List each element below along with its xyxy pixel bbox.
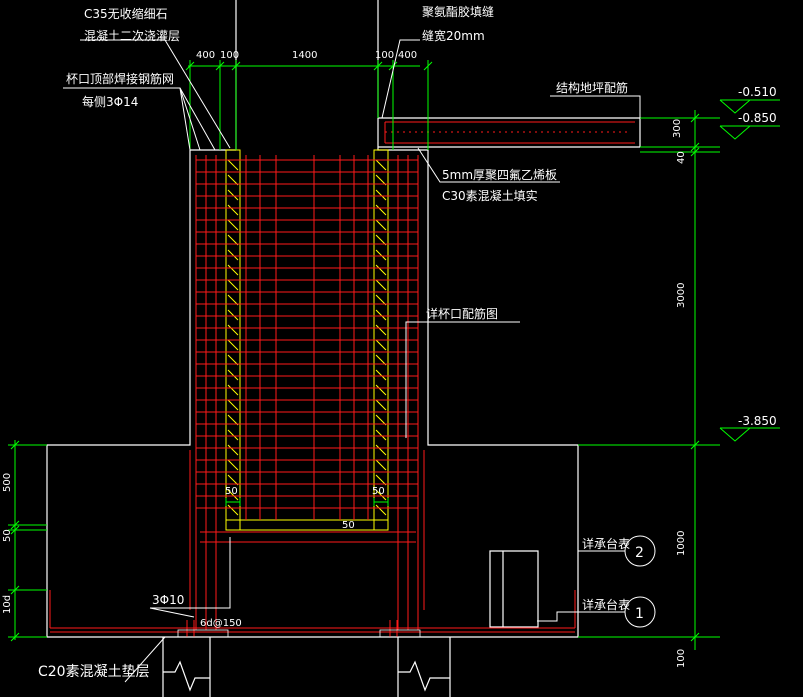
label-cup-rebar-ref: 详杯口配筋图 [426, 306, 498, 321]
dim-right-40: 40 [676, 151, 687, 164]
callout-1-number: 1 [635, 606, 644, 622]
label-inner-50-right: 50 [372, 486, 385, 497]
dim-top-100-left: 100 [220, 50, 239, 61]
leader-lines [63, 39, 641, 683]
dimension-texts: 400 100 1400 100 400 300 40 3000 1000 10… [2, 50, 687, 668]
label-foam-line1: 5mm厚聚四氟乙烯板 [442, 168, 557, 182]
concrete-outline [46, 0, 641, 697]
dim-left-10d: 10d [2, 595, 13, 614]
dim-right-100: 100 [676, 649, 687, 668]
label-cup-mesh-line2: 每侧3Φ14 [82, 94, 138, 109]
rebar-group [49, 121, 635, 637]
label-slab-rebar: 结构地坪配筋 [556, 80, 628, 95]
label-cup-mesh-line1: 杯口顶部焊接钢筋网 [66, 71, 174, 86]
elevation-0510: -0.510 [738, 85, 777, 99]
dim-left-500: 500 [2, 473, 13, 492]
label-c35-line2: 混凝土二次浇灌层 [84, 28, 180, 43]
dimension-lines [8, 60, 780, 650]
dim-right-3000: 3000 [676, 283, 687, 308]
dim-left-50: 50 [2, 529, 13, 542]
label-cushion: C20素混凝土垫层 [38, 664, 150, 680]
dim-top-1400: 1400 [292, 50, 317, 61]
dim-right-1000: 1000 [676, 531, 687, 556]
elevation-0850: -0.850 [738, 111, 777, 125]
label-sealant-line2: 缝宽20mm [422, 28, 485, 43]
annotations: C35无收缩细石 混凝土二次浇灌层 杯口顶部焊接钢筋网 每侧3Φ14 聚氨酯胶填… [38, 4, 644, 680]
dim-top-400-left: 400 [196, 50, 215, 61]
label-3phi10: 3Φ10 [152, 593, 184, 607]
label-sealant-line1: 聚氨酯胶填缝 [422, 4, 494, 19]
label-pile-cap-ref-1: 详承台表 [582, 597, 630, 612]
dim-right-300: 300 [672, 119, 683, 138]
label-pile-cap-ref-2: 详承台表 [582, 536, 630, 551]
column-base-grout [177, 629, 421, 638]
elevation-3850: -3.850 [738, 414, 777, 428]
label-6d-spacing: 6d@150 [200, 618, 242, 629]
label-c35-line1: C35无收缩细石 [84, 6, 168, 21]
dim-top-100-right: 100 [375, 50, 394, 61]
dim-top-400-right: 400 [398, 50, 417, 61]
label-foam-line2: C30素混凝土填实 [442, 188, 538, 203]
label-inner-50-left: 50 [225, 486, 238, 497]
callout-circles [624, 535, 656, 628]
label-bottom-50: 50 [342, 520, 355, 531]
elevation-texts: -0.510 -0.850 -3.850 [738, 85, 777, 428]
callout-2-number: 2 [635, 545, 644, 561]
